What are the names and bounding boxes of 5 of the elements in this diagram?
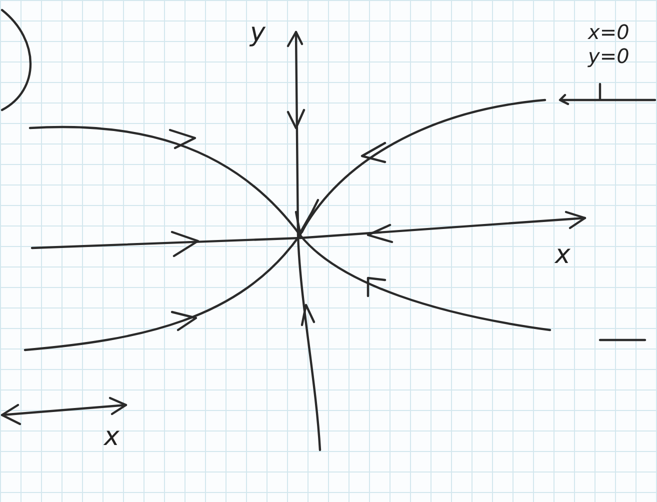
axis-label: x (555, 242, 570, 268)
condition-label: y=0 (588, 46, 630, 66)
axis-label: y (250, 20, 266, 46)
axis-label: x (104, 424, 120, 450)
condition-label: x=0 (588, 22, 630, 42)
